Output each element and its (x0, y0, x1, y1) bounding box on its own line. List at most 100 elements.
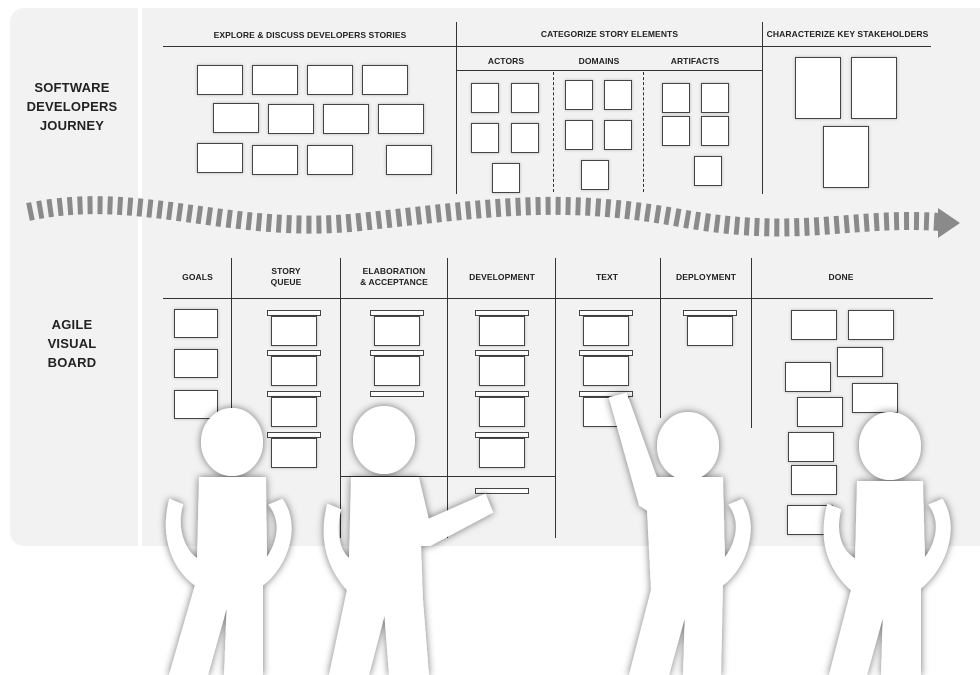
queue-card[interactable] (271, 438, 317, 468)
person-head (657, 412, 719, 480)
development-card[interactable] (479, 356, 525, 386)
deployment-card[interactable] (687, 316, 733, 346)
board-column-divider (660, 258, 661, 418)
domain-card[interactable] (604, 120, 632, 150)
card-holder-strip (683, 310, 737, 316)
board-label-line: BOARD (47, 355, 97, 370)
story-card[interactable] (197, 65, 243, 95)
card-holder-strip (475, 350, 529, 356)
elaboration-card[interactable] (374, 316, 420, 346)
goal-card[interactable] (174, 390, 218, 419)
artifact-card[interactable] (701, 83, 729, 113)
goal-card[interactable] (174, 349, 218, 378)
journey-label-line: JOURNEY (39, 118, 105, 133)
elaboration-card[interactable] (374, 356, 420, 386)
done-card[interactable] (837, 347, 883, 377)
card-holder-strip (267, 432, 321, 438)
artifact-card[interactable] (662, 116, 690, 146)
column-deployment-header: DEPLOYMENT (661, 272, 751, 283)
artifact-card[interactable] (701, 116, 729, 146)
column-header-line: ELABORATION (362, 266, 426, 276)
queue-card[interactable] (271, 356, 317, 386)
queue-card[interactable] (271, 316, 317, 346)
story-card[interactable] (362, 65, 408, 95)
board-label-line: AGILE (51, 317, 93, 332)
actor-card[interactable] (471, 123, 499, 153)
categorize-sub-rule (456, 70, 762, 71)
development-card[interactable] (479, 316, 525, 346)
done-card[interactable] (852, 383, 898, 413)
story-card[interactable] (307, 65, 353, 95)
journey-label-line: DEVELOPERS (26, 99, 118, 114)
stakeholders-header: CHARACTERIZE KEY STAKEHOLDERS (766, 29, 929, 39)
board-column-divider (447, 258, 448, 538)
story-card[interactable] (268, 104, 314, 134)
done-card[interactable] (791, 465, 837, 495)
story-card[interactable] (307, 145, 353, 175)
queue-card[interactable] (271, 397, 317, 427)
arrow-head-icon (938, 208, 960, 238)
flow-arrow-shaft (26, 196, 941, 237)
card-holder-strip (267, 350, 321, 356)
story-card[interactable] (197, 143, 243, 173)
card-holder-strip (370, 350, 424, 356)
column-header-line: TEXT (595, 272, 619, 282)
actor-card[interactable] (511, 83, 539, 113)
person-figure (823, 412, 951, 675)
actor-card[interactable] (511, 123, 539, 153)
person-head (353, 406, 415, 474)
column-header-line: & ACCEPTANCE (360, 277, 428, 287)
text-card[interactable] (583, 316, 629, 346)
card-holder-strip (579, 391, 633, 397)
column-header-line: DEVELOPMENT (469, 272, 535, 282)
domain-card[interactable] (604, 80, 632, 110)
column-header-line: GOALS (182, 272, 213, 282)
story-card[interactable] (252, 65, 298, 95)
card-holder-strip (267, 310, 321, 316)
stakeholder-card[interactable] (795, 57, 841, 119)
stakeholder-card[interactable] (851, 57, 897, 119)
artifact-card[interactable] (662, 83, 690, 113)
story-card[interactable] (386, 145, 432, 175)
person-figure (165, 408, 292, 675)
card-holder-strip (579, 310, 633, 316)
done-card[interactable] (791, 310, 837, 340)
story-card[interactable] (213, 103, 259, 133)
text-card[interactable] (583, 356, 629, 386)
done-card[interactable] (785, 362, 831, 392)
story-card[interactable] (252, 145, 298, 175)
journey-label-line: SOFTWARE (34, 80, 110, 95)
done-card[interactable] (788, 432, 834, 462)
development-card[interactable] (479, 438, 525, 468)
stakeholder-card[interactable] (823, 126, 869, 188)
artifact-card[interactable] (694, 156, 722, 186)
done-card[interactable] (797, 397, 843, 427)
journey-label: SOFTWARE DEVELOPERS JOURNEY (12, 78, 132, 135)
domain-card[interactable] (581, 160, 609, 190)
column-header-line: STORY (271, 266, 301, 276)
actor-card[interactable] (471, 83, 499, 113)
domain-card[interactable] (565, 120, 593, 150)
done-card[interactable] (848, 310, 894, 340)
actor-card[interactable] (492, 163, 520, 193)
story-card[interactable] (378, 104, 424, 134)
column-header-line: DONE (828, 272, 854, 282)
goal-card[interactable] (174, 309, 218, 338)
person-head (201, 408, 263, 476)
domain-card[interactable] (565, 80, 593, 110)
development-card[interactable] (479, 397, 525, 427)
domains-artifacts-divider (643, 72, 644, 192)
card-holder-strip (267, 391, 321, 397)
column-done-header: DONE (755, 272, 927, 283)
person-body (823, 481, 951, 675)
board-label: AGILE VISUAL BOARD (12, 315, 132, 372)
column-development-header: DEVELOPMENT (450, 272, 554, 283)
column-goals-header: GOALS (170, 272, 225, 283)
story-card[interactable] (323, 104, 369, 134)
person-body (323, 477, 494, 675)
board-column-divider (340, 258, 341, 538)
column-elaboration-header: ELABORATION& ACCEPTANCE (343, 266, 445, 288)
